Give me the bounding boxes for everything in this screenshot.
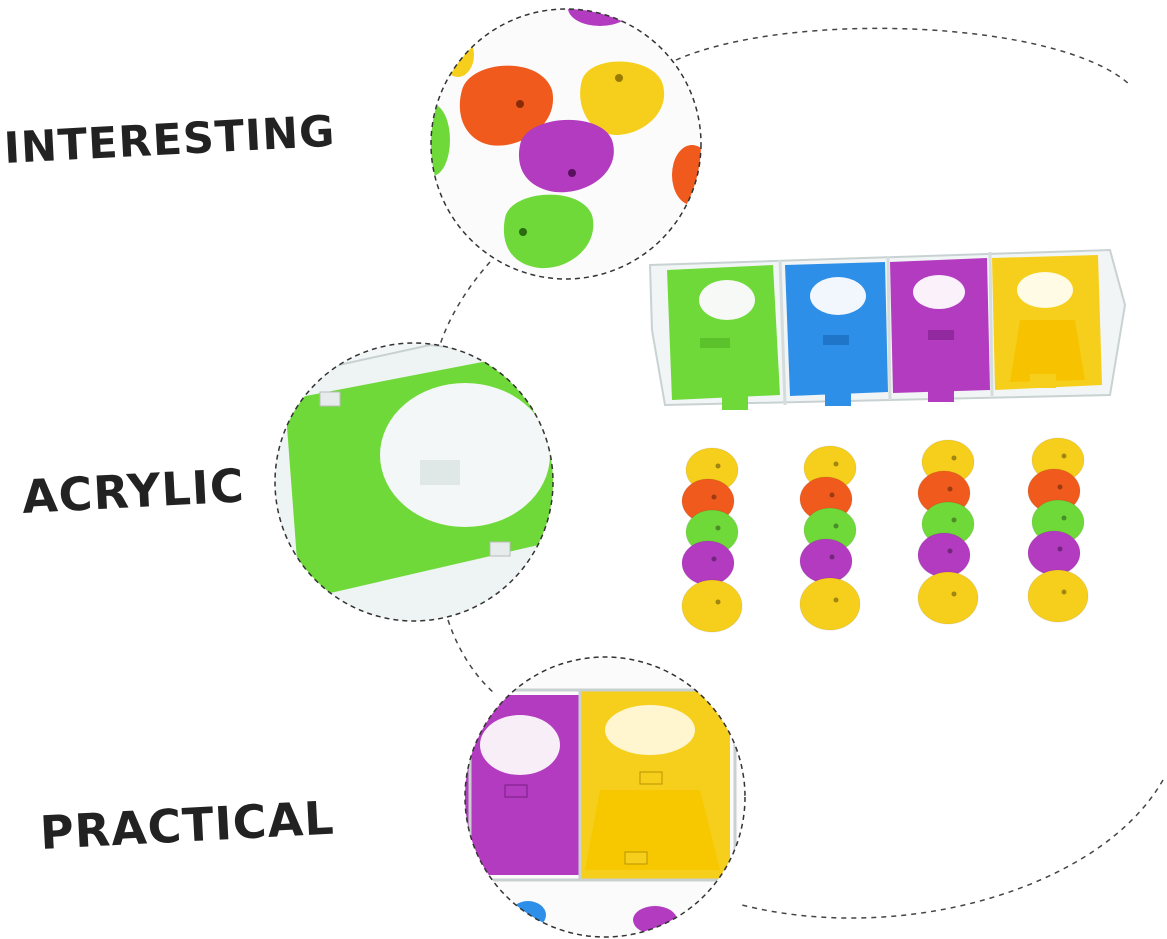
token-hole bbox=[947, 486, 953, 492]
token-hole bbox=[833, 597, 839, 603]
token-hole bbox=[829, 554, 835, 560]
token-hole bbox=[1057, 484, 1063, 490]
compartment-green bbox=[667, 265, 780, 410]
dashed-connector-top bbox=[439, 261, 491, 346]
token bbox=[799, 538, 853, 584]
token-hole bbox=[951, 455, 957, 461]
token bbox=[917, 571, 979, 625]
token bbox=[1027, 530, 1081, 576]
token bbox=[799, 577, 861, 631]
token bbox=[917, 532, 971, 578]
token-column bbox=[681, 447, 743, 633]
token-hole bbox=[951, 517, 957, 523]
token bbox=[681, 540, 735, 586]
token-hole bbox=[711, 494, 717, 500]
token bbox=[1027, 569, 1089, 623]
acrylic-closeup-circle bbox=[274, 342, 554, 622]
compartment-purple bbox=[890, 258, 990, 402]
compartment-blue bbox=[785, 262, 888, 406]
token-column bbox=[917, 439, 979, 625]
token-hole bbox=[1061, 453, 1067, 459]
tokens-closeup-circle bbox=[430, 8, 702, 280]
dashed-outline bbox=[675, 27, 1131, 86]
token-hole bbox=[711, 556, 717, 562]
token-hole bbox=[1061, 589, 1067, 595]
token-hole bbox=[947, 548, 953, 554]
token-hole bbox=[951, 591, 957, 597]
practical-closeup-circle bbox=[464, 656, 746, 938]
token-hole bbox=[833, 461, 839, 467]
token-hole bbox=[829, 492, 835, 498]
dashed-connector-bottom bbox=[447, 619, 495, 694]
token-hole bbox=[715, 599, 721, 605]
dashed-outline-right bbox=[741, 779, 1164, 919]
acrylic-box bbox=[648, 248, 1127, 410]
token-column bbox=[1027, 437, 1089, 623]
token-hole bbox=[715, 525, 721, 531]
token-column bbox=[799, 445, 861, 631]
token-columns bbox=[681, 437, 1089, 633]
token-hole bbox=[715, 463, 721, 469]
token bbox=[681, 579, 743, 633]
token-hole bbox=[1061, 515, 1067, 521]
token-hole bbox=[1057, 546, 1063, 552]
compartment-yellow bbox=[992, 255, 1102, 390]
token-hole bbox=[833, 523, 839, 529]
